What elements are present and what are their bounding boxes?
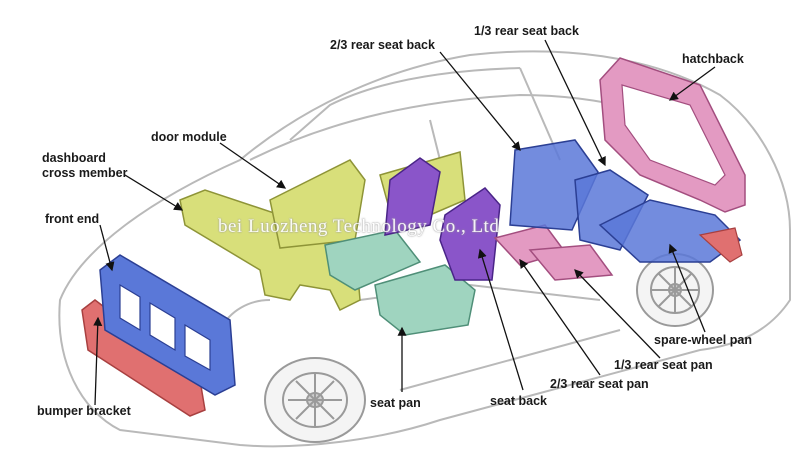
label-dashboard-line2: cross member [42,166,128,180]
rear-seat-pan-part-small [528,244,614,281]
label-rear-seat-pan-23: 2/3 rear seat pan [550,377,649,391]
door-module-part-left [269,159,366,249]
watermark: bei Luozheng Technology Co., Ltd [218,216,500,237]
rear-red-trim-part [698,227,743,263]
seat-pan-part [374,264,476,336]
label-seat-back: seat back [490,394,547,408]
label-rear-seat-pan-13: 1/3 rear seat pan [614,358,713,372]
spare-wheel-pan-part [598,199,742,263]
label-bumper-bracket: bumper bracket [37,404,131,418]
hatchback-part [599,57,746,213]
label-door-module: door module [151,130,227,144]
seat-pan-part-front [324,229,422,291]
label-rear-seat-back-13: 1/3 rear seat back [474,24,579,38]
leader-lines [93,39,716,406]
seat-back-part-left [384,157,441,236]
label-spare-wheel-pan: spare-wheel pan [654,333,752,347]
label-front-end: front end [45,212,100,226]
label-rear-seat-back-23: 2/3 rear seat back [330,38,435,52]
front-wheel [264,357,366,443]
rear-wheel [636,253,714,327]
label-hatchback: hatchback [682,52,744,66]
label-dashboard-line1: dashboard [42,151,106,165]
label-seat-pan: seat pan [370,396,421,410]
front-end-part [99,254,236,396]
